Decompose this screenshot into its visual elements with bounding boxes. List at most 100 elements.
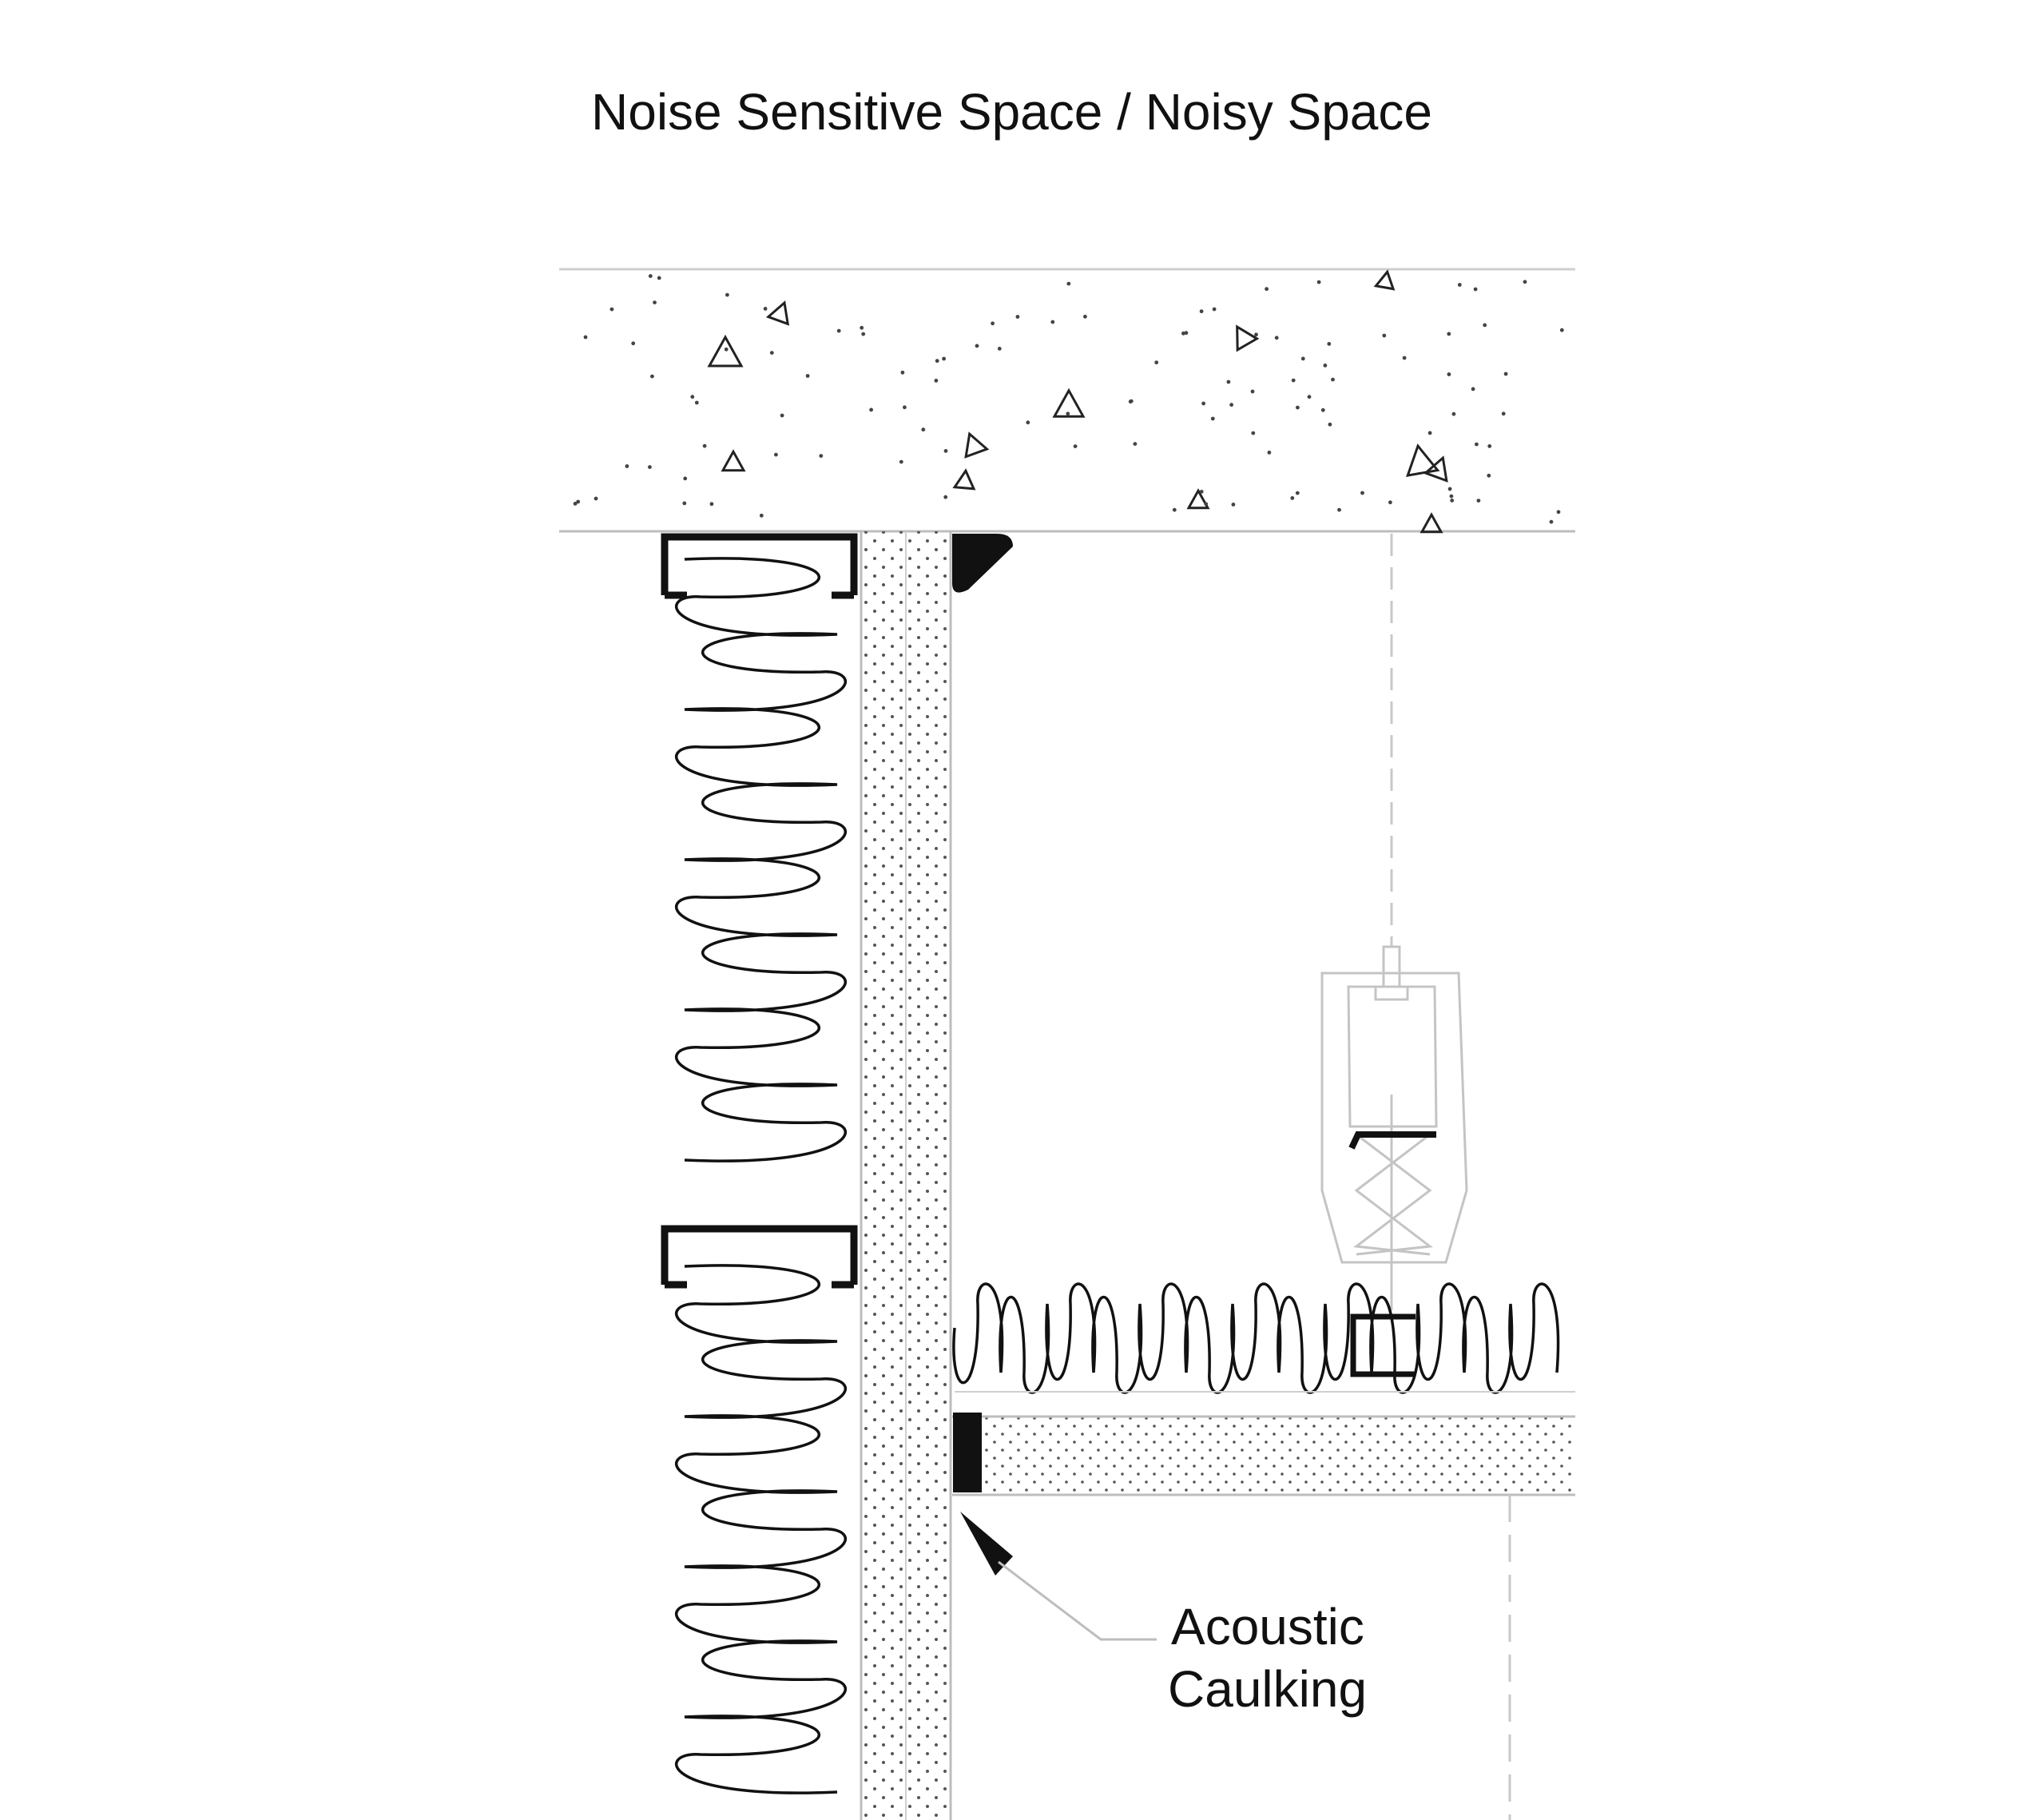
aggregate-speck bbox=[975, 344, 979, 348]
aggregate-speck bbox=[1267, 451, 1272, 455]
aggregate-speck bbox=[709, 502, 714, 507]
aggregate-stone bbox=[721, 449, 746, 472]
aggregate-speck bbox=[682, 501, 687, 506]
aggregate-speck bbox=[1331, 377, 1335, 382]
aggregate-speck bbox=[1487, 473, 1491, 478]
aggregate-speck bbox=[1172, 507, 1177, 512]
aggregate-speck bbox=[1323, 364, 1328, 368]
aggregate-speck bbox=[780, 413, 784, 418]
aggregate-speck bbox=[1254, 332, 1258, 337]
aggregate-speck bbox=[702, 443, 707, 448]
aggregate-stone bbox=[964, 431, 990, 459]
insulation-curve bbox=[674, 557, 848, 1162]
aggregate-speck bbox=[1447, 487, 1452, 491]
aggregate-speck bbox=[594, 496, 598, 501]
aggregate-speck bbox=[725, 292, 729, 297]
aggregate-speck bbox=[1290, 496, 1295, 500]
aggregate-stone bbox=[1406, 443, 1440, 478]
acoustic-caulking-bead bbox=[953, 1413, 982, 1492]
aggregate-stone bbox=[765, 300, 790, 326]
aggregate-speck bbox=[576, 499, 581, 504]
aggregate-stone bbox=[952, 468, 976, 491]
aggregate-speck bbox=[1265, 287, 1269, 292]
aggregate-speck bbox=[1328, 422, 1332, 427]
wall-gypsum-board bbox=[860, 531, 952, 1820]
aggregate-speck bbox=[1501, 411, 1506, 416]
aggregate-speck bbox=[1523, 280, 1527, 284]
aggregate-speck bbox=[1133, 442, 1138, 446]
aggregate-speck bbox=[1251, 431, 1256, 435]
aggregate-stone bbox=[1423, 455, 1448, 483]
aggregate-speck bbox=[1316, 280, 1321, 284]
aggregate-stone bbox=[1236, 324, 1260, 352]
aggregate-speck bbox=[860, 325, 864, 330]
aggregate-stone bbox=[1052, 387, 1086, 418]
aggregate-speck bbox=[1226, 379, 1231, 384]
aggregate-speck bbox=[1066, 281, 1071, 286]
aggregate-speck bbox=[943, 449, 948, 453]
aggregate-speck bbox=[573, 502, 578, 506]
concrete-slab bbox=[559, 268, 1575, 534]
aggregate-speck bbox=[1382, 333, 1387, 338]
aggregate-speck bbox=[631, 341, 636, 346]
aggregate-speck bbox=[1129, 399, 1134, 403]
wall-batt-insulation bbox=[674, 557, 848, 1794]
aggregate-speck bbox=[1274, 336, 1279, 340]
aggregate-speck bbox=[1503, 372, 1508, 376]
aggregate-speck bbox=[1154, 360, 1159, 365]
aggregate-speck bbox=[759, 513, 764, 518]
aggregate-speck bbox=[1015, 315, 1020, 319]
aggregate-speck bbox=[1073, 444, 1078, 448]
aggregate-speck bbox=[819, 454, 824, 458]
aggregate-speck bbox=[683, 476, 688, 481]
aggregate-speck bbox=[1476, 499, 1481, 503]
aggregate-speck bbox=[1549, 519, 1554, 524]
aggregate-speck bbox=[900, 370, 905, 375]
aggregate-speck bbox=[648, 465, 652, 469]
callout-caulking: Caulking bbox=[1168, 1660, 1367, 1718]
furring-channel bbox=[1350, 1313, 1416, 1377]
aggregate-speck bbox=[1447, 332, 1451, 336]
aggregate-speck bbox=[1457, 283, 1462, 287]
aggregate-speck bbox=[934, 379, 939, 383]
aggregate-speck bbox=[1066, 411, 1070, 416]
aggregate-speck bbox=[1307, 395, 1312, 399]
aggregate-speck bbox=[1487, 444, 1492, 448]
aggregate-speck bbox=[1475, 442, 1479, 447]
aggregate-speck bbox=[943, 495, 948, 499]
insulation-curve bbox=[952, 1282, 1560, 1394]
aggregate-speck bbox=[774, 452, 778, 457]
ceiling-gypsum-board bbox=[952, 1415, 1575, 1496]
aggregate-speck bbox=[1427, 431, 1432, 435]
aggregate-stone bbox=[707, 334, 744, 368]
aggregate-speck bbox=[1204, 502, 1209, 507]
resilient-hanger bbox=[1320, 945, 1468, 1310]
aggregate-speck bbox=[1388, 500, 1392, 505]
aggregate-speck bbox=[1451, 411, 1456, 416]
aggregate-speck bbox=[609, 307, 614, 312]
aggregate-speck bbox=[1320, 407, 1325, 412]
aggregate-speck bbox=[1327, 342, 1332, 346]
aggregate-speck bbox=[1229, 403, 1233, 407]
aggregate-speck bbox=[690, 395, 695, 399]
aggregate-speck bbox=[650, 374, 654, 379]
aggregate-speck bbox=[1199, 309, 1204, 314]
aggregate-speck bbox=[861, 332, 866, 336]
aggregate-speck bbox=[648, 274, 653, 278]
aggregate-speck bbox=[1210, 416, 1215, 421]
aggregate-stone bbox=[1420, 512, 1443, 534]
aggregate-speck bbox=[869, 407, 873, 412]
aggregate-stone bbox=[1373, 269, 1396, 291]
hanger-clip bbox=[1348, 1131, 1436, 1150]
top-stud-track bbox=[661, 533, 858, 599]
aggregate-speck bbox=[653, 300, 657, 304]
aggregate-speck bbox=[1050, 320, 1055, 324]
aggregate-stone bbox=[1186, 488, 1210, 510]
aggregate-speck bbox=[625, 464, 629, 468]
aggregate-speck bbox=[1402, 356, 1407, 360]
caulking-leader bbox=[960, 1512, 1157, 1641]
aggregate-speck bbox=[1199, 490, 1204, 494]
aggregate-speck bbox=[997, 347, 1002, 351]
aggregate-speck bbox=[899, 459, 903, 464]
aggregate-speck bbox=[1559, 328, 1564, 332]
